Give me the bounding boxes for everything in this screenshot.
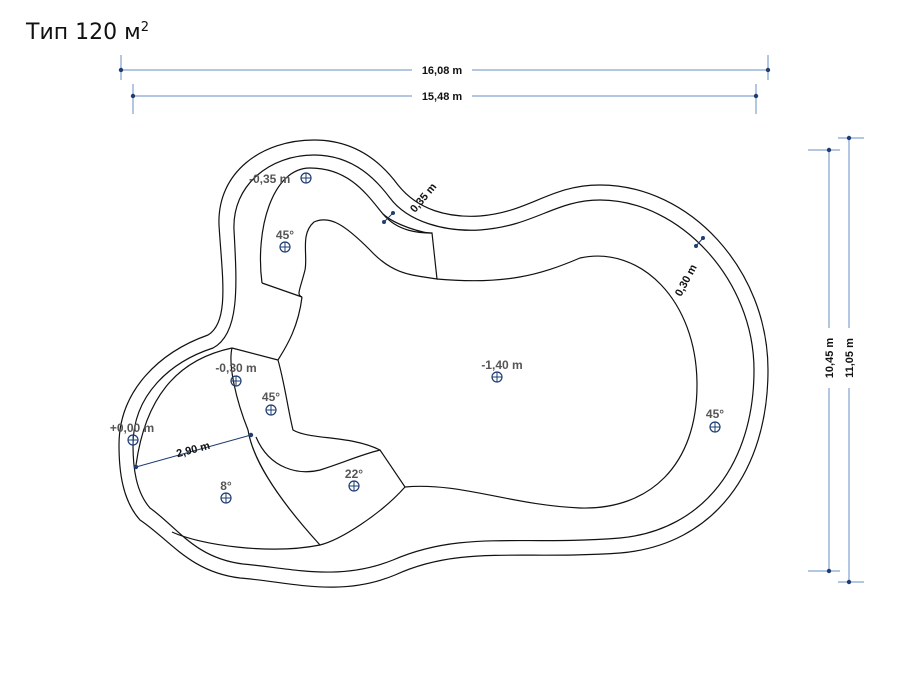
pool-outer-edge <box>118 139 769 588</box>
dimension-overall-width: 11,05 m <box>838 135 864 585</box>
pool-outline <box>118 139 769 588</box>
left-step-level-label: -0,30 m <box>215 361 256 375</box>
dimension-rim-top: 0,35 m <box>382 181 439 224</box>
title-text: Тип 120 м <box>26 20 141 45</box>
pool-bench-edge <box>259 167 438 298</box>
dimension-inner-length: 15,48 m <box>130 84 759 114</box>
entry-slope-label: 8° <box>220 479 232 493</box>
level-marker-middle-slope: 22° <box>345 467 363 492</box>
overall-length-label: 16,08 m <box>422 65 463 77</box>
level-marker-left-step: -0,30 m <box>215 361 257 387</box>
pool-type-title: Тип 120 м2 <box>26 20 149 45</box>
top-slope-label: 45° <box>276 228 294 242</box>
top-step-level-label: -0,35 m <box>249 172 290 186</box>
rim-top-label: 0,35 m <box>408 181 439 215</box>
dimension-step-width: 2,90 m <box>133 432 254 470</box>
inner-length-label: 15,48 m <box>422 91 463 103</box>
pool-deep-zone <box>277 255 698 509</box>
middle-slope-label: 22° <box>345 467 363 481</box>
level-marker-deep: -1,40 m <box>481 358 523 383</box>
dimension-inner-width: 10,45 m <box>808 147 840 574</box>
overall-width-label: 11,05 m <box>844 338 856 378</box>
step-width-label: 2,90 m <box>175 440 211 461</box>
level-marker-entry-slope: 8° <box>220 479 232 504</box>
right-slope-label: 45° <box>706 407 724 421</box>
title-superscript: 2 <box>140 20 149 35</box>
deep-level-label: -1,40 m <box>481 358 522 372</box>
level-marker-entry: +0,00 m <box>110 421 154 446</box>
dimension-overall-length: 16,08 m <box>118 55 771 80</box>
level-marker-top-slope: 45° <box>276 228 294 253</box>
dimension-rim-right: 0,30 m <box>673 236 705 299</box>
rim-right-label: 0,30 m <box>673 262 700 298</box>
entry-level-label: +0,00 m <box>110 421 154 435</box>
level-marker-right-slope: 45° <box>706 407 724 433</box>
pool-coping-edge <box>132 154 755 573</box>
inner-width-label: 10,45 m <box>824 338 836 379</box>
left-slope-label: 45° <box>262 390 280 404</box>
level-marker-top-step: -0,35 m <box>249 172 312 186</box>
level-marker-left-slope: 45° <box>262 390 280 416</box>
